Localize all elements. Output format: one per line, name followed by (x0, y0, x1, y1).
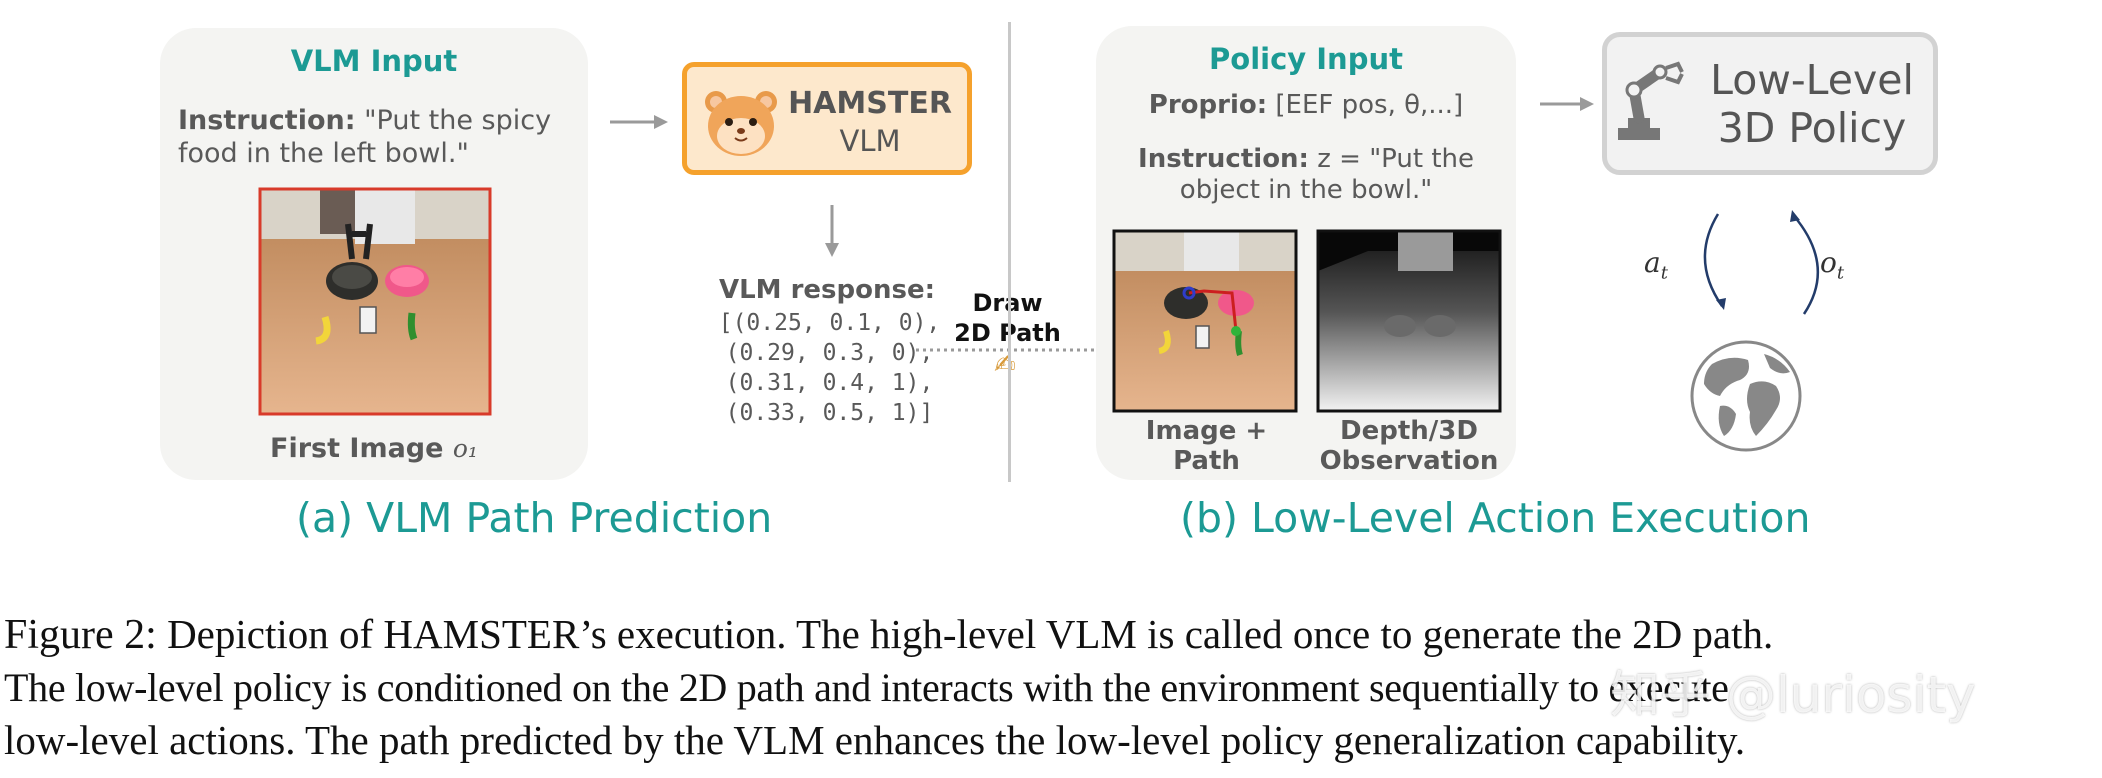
vlm-response-label: VLM response: (718, 275, 936, 305)
observation-symbol: ot (1820, 246, 1844, 284)
low-level-line1: Low-Level (1710, 56, 1914, 104)
draw-path-line1: Draw (940, 288, 1075, 318)
hamster-name: HAMSTER (788, 86, 952, 121)
proprio-label: Proprio: (1148, 90, 1268, 120)
robot-arm-icon (1618, 61, 1684, 140)
arrow-vlm-to-response (825, 205, 839, 257)
globe-icon (1690, 340, 1802, 452)
proprio-row: Proprio: [EEF pos, θ,...] (1096, 90, 1516, 121)
caption-line2: The low-level policy is conditioned on t… (4, 665, 1729, 710)
draw-path-label: Draw 2D Path (940, 288, 1075, 348)
vlm-response-line: [(0.25, 0.1, 0), (718, 310, 941, 336)
low-level-line2: 3D Policy (1717, 104, 1907, 152)
first-image-symbol: o₁ (452, 434, 478, 463)
policy-input-title: Policy Input (1209, 42, 1403, 76)
first-image (258, 187, 492, 416)
action-symbol: at (1644, 246, 1668, 284)
vlm-instruction: Instruction: "Put the spicy food in the … (178, 104, 578, 170)
action-sub: t (1660, 262, 1668, 284)
caption-text-1: Depiction of HAMSTER’s execution. The hi… (167, 611, 1774, 657)
vlm-response-line: (0.31, 0.4, 1), (725, 370, 934, 396)
policy-instruction: Instruction: z = "Put the object in the … (1136, 144, 1476, 206)
subtitle-b: (b) Low-Level Action Execution (1180, 494, 1811, 542)
obs-sub: t (1836, 262, 1845, 284)
caption-line3: low-level actions. The path predicted by… (4, 717, 1746, 763)
policy-instruction-text: z = "Put the object in the bowl." (1179, 144, 1474, 205)
subtitle-a: (a) VLM Path Prediction (296, 494, 773, 542)
vlm-response-line: (0.29, 0.3, 0), (725, 340, 934, 366)
depth-image (1316, 229, 1502, 413)
interaction-loop-arrows (1703, 210, 1820, 315)
caption-line1: Figure 2: Depiction of HAMSTER’s executi… (4, 608, 2100, 662)
first-image-caption: First Image o₁ (270, 432, 478, 465)
arrow-input-to-vlm (610, 115, 668, 129)
draw-path-line2: 2D Path (954, 319, 1061, 347)
first-image-label: First Image (270, 433, 444, 464)
vlm-response-list: [(0.25, 0.1, 0), (0.29, 0.3, 0), (0.31, … (712, 308, 947, 428)
proprio-text: [EEF pos, θ,...] (1275, 90, 1464, 120)
action-letter: a (1644, 246, 1661, 279)
image-with-path (1112, 229, 1298, 413)
vlm-input-title: VLM Input (290, 44, 458, 78)
dotted-arrow-to-image (916, 343, 1112, 357)
hamster-icon (705, 91, 777, 156)
obs-letter: o (1820, 246, 1837, 279)
low-level-policy-title: Low-Level 3D Policy (1692, 56, 1932, 152)
hamster-sub: VLM (839, 124, 901, 158)
watermark: 知乎 @luriosity (1610, 666, 1976, 724)
low-level-policy-box (1602, 32, 1938, 175)
section-divider (1008, 22, 1011, 482)
vlm-response-line: (0.33, 0.5, 1)] (725, 400, 934, 426)
image-path-label: Image + Path (1145, 416, 1268, 476)
arrow-policy-to-low-level (1540, 97, 1594, 111)
caption-label: Figure 2: (4, 612, 157, 658)
policy-instruction-label: Instruction: (1138, 144, 1309, 174)
depth-label: Depth/3D Observation (1319, 416, 1499, 476)
vlm-instruction-text: "Put the spicy food in the left bowl." (178, 105, 552, 169)
vlm-instruction-label: Instruction: (178, 105, 356, 136)
